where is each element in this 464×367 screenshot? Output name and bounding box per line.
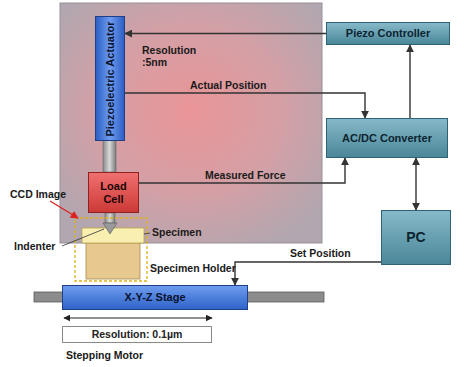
box-text: AC/DC Converter bbox=[342, 132, 432, 145]
travel-arrow bbox=[64, 317, 212, 318]
ccd-pointer bbox=[50, 201, 78, 218]
indenter-leader bbox=[62, 229, 104, 246]
signal-connector bbox=[139, 158, 345, 183]
xyz-stage: X-Y-Z Stage bbox=[62, 285, 248, 310]
signal-connector bbox=[415, 158, 416, 210]
load-cell: Load Cell bbox=[88, 172, 139, 213]
box-text: Resolution: 0.1µm bbox=[92, 328, 183, 340]
resolution-note: Resolution :5nm bbox=[142, 44, 204, 68]
indenter-tip bbox=[103, 223, 117, 234]
ccd-view-frame bbox=[75, 218, 147, 281]
box-text: Load Cell bbox=[89, 180, 138, 205]
edge-label: Measured Force bbox=[205, 169, 286, 181]
piezo-actuator: Piezoelectric Actuator bbox=[95, 16, 125, 141]
indenter-label: Indenter bbox=[14, 240, 55, 252]
specimen-label: Specimen bbox=[152, 226, 202, 238]
signal-connector bbox=[125, 33, 326, 34]
box-text: Piezo Controller bbox=[346, 27, 430, 40]
actuator-housing bbox=[60, 3, 322, 243]
box-text: X-Y-Z Stage bbox=[124, 291, 185, 304]
edge-label: Set Position bbox=[290, 247, 351, 259]
box-text: Piezoelectric Actuator bbox=[104, 21, 117, 136]
converter-box: AC/DC Converter bbox=[326, 118, 448, 158]
holder-label: Specimen Holder bbox=[150, 262, 236, 274]
motor-label: Stepping Motor bbox=[66, 349, 143, 361]
specimen-leader bbox=[144, 233, 150, 234]
actuator-rod bbox=[103, 140, 116, 172]
specimen bbox=[82, 228, 144, 243]
resolution-box: Resolution: 0.1µm bbox=[62, 326, 212, 343]
signal-connector bbox=[125, 93, 365, 118]
specimen-holder bbox=[86, 243, 140, 279]
box-text: PC bbox=[406, 229, 425, 245]
signal-connector bbox=[409, 45, 410, 118]
edge-label: Actual Position bbox=[190, 79, 266, 91]
pc-box: PC bbox=[381, 210, 451, 265]
controller-box: Piezo Controller bbox=[326, 22, 450, 45]
ccd-label: CCD Image bbox=[10, 188, 66, 200]
signal-connector bbox=[235, 262, 381, 285]
